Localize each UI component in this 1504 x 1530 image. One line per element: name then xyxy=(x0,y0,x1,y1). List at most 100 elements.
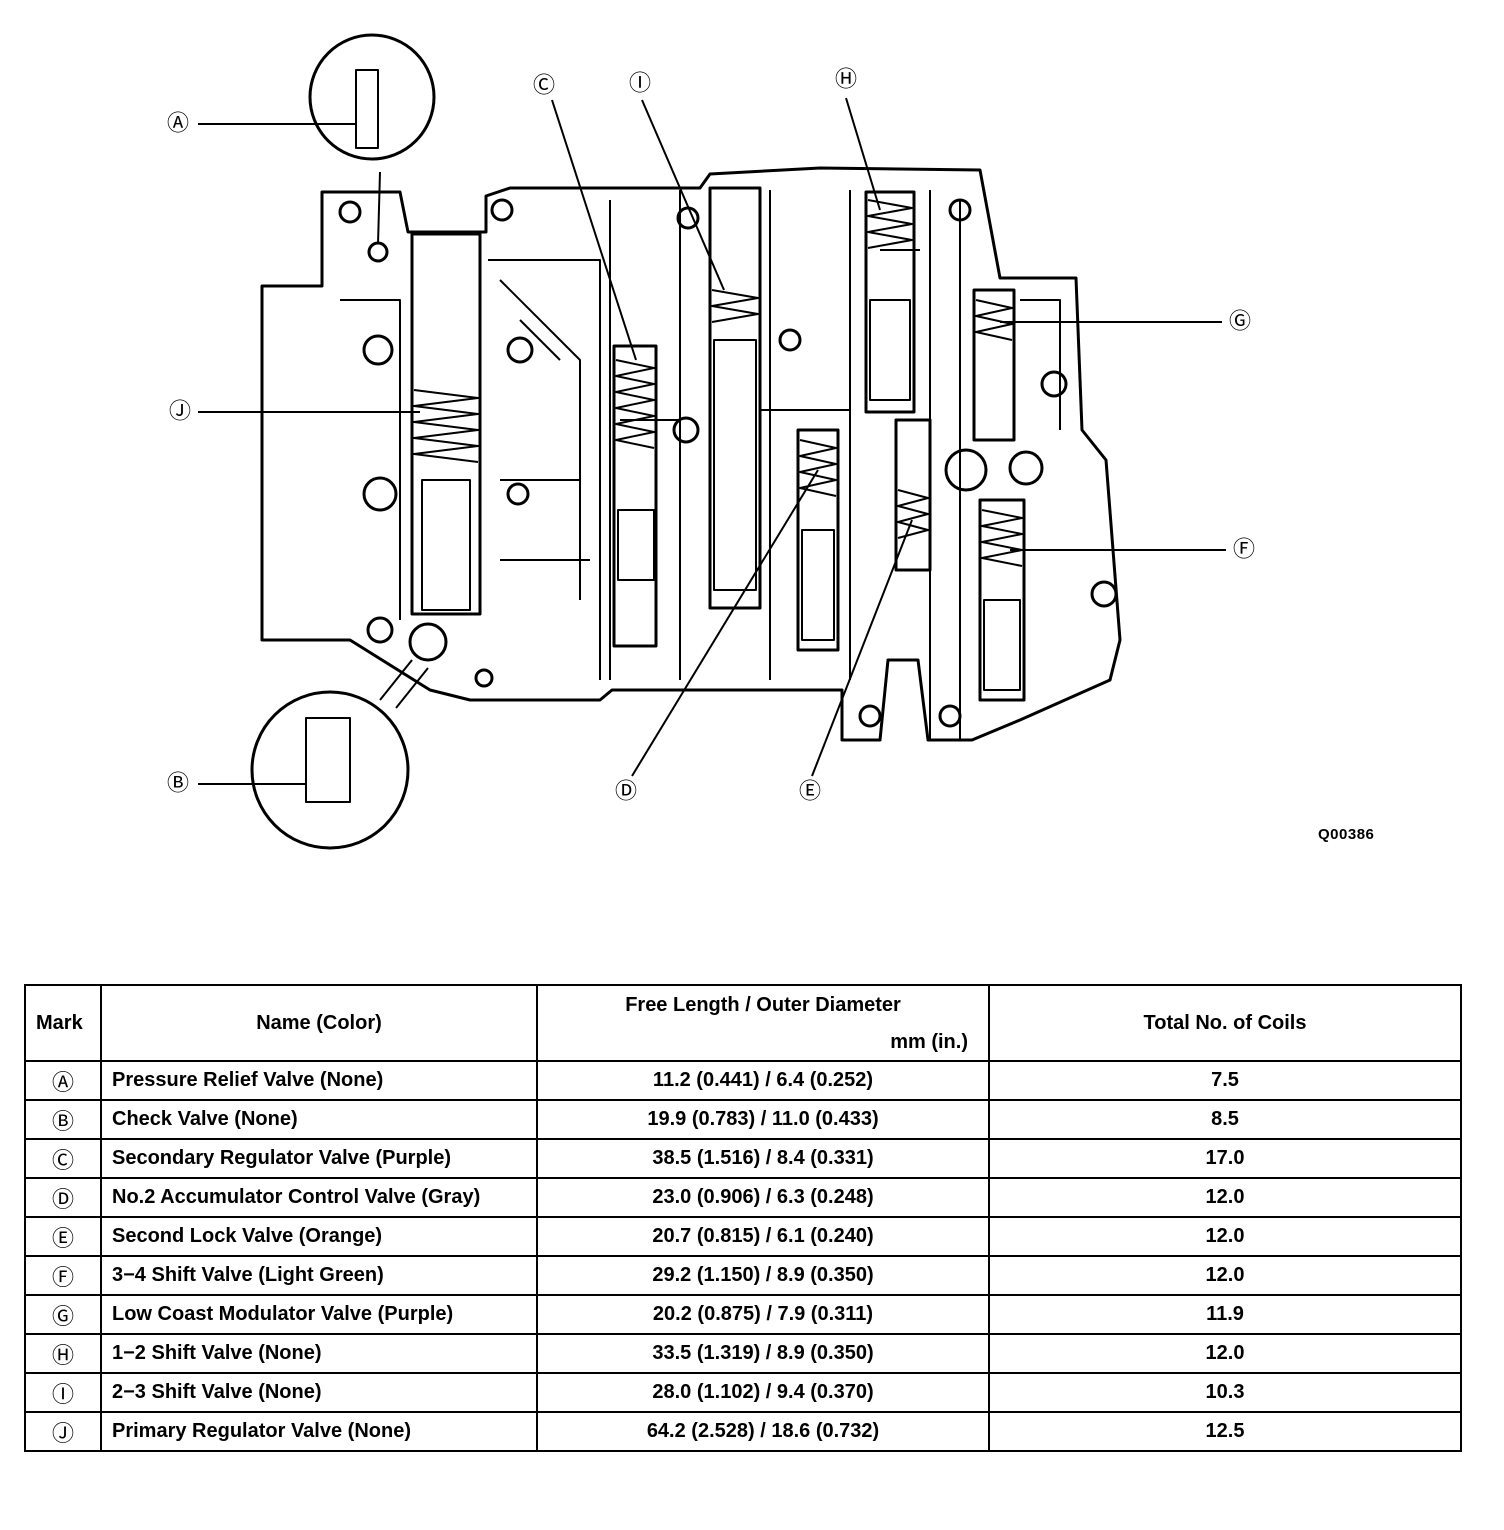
cell-mark: Ⓘ xyxy=(24,1372,102,1413)
cell-dimensions: 28.0 (1.102) / 9.4 (0.370) xyxy=(536,1372,990,1413)
hole xyxy=(1008,450,1044,486)
callout-j: Ⓙ xyxy=(169,400,191,425)
hole-a xyxy=(367,241,389,263)
spool-i xyxy=(713,339,757,591)
cell-dimensions: 33.5 (1.319) / 8.9 (0.350) xyxy=(536,1333,990,1374)
cell-mark: Ⓔ xyxy=(24,1216,102,1257)
table-row: Ⓔ Second Lock Valve (Orange) 20.7 (0.815… xyxy=(24,1216,1462,1257)
detail-b-leader xyxy=(379,659,429,709)
spring-h xyxy=(867,199,913,249)
header-name: Name (Color) xyxy=(100,984,538,1062)
table-row: Ⓓ No.2 Accumulator Control Valve (Gray) … xyxy=(24,1177,1462,1218)
cell-mark: Ⓒ xyxy=(24,1138,102,1179)
cell-name: Low Coast Modulator Valve (Purple) xyxy=(100,1294,538,1335)
cell-coils: 12.0 xyxy=(988,1333,1462,1374)
spool-f xyxy=(983,599,1021,691)
callout-d: Ⓓ xyxy=(615,780,637,805)
table-row: Ⓐ Pressure Relief Valve (None) 11.2 (0.4… xyxy=(24,1060,1462,1101)
callout-a: Ⓐ xyxy=(167,112,189,137)
cell-coils: 17.0 xyxy=(988,1138,1462,1179)
hole xyxy=(944,448,988,492)
cell-dimensions: 38.5 (1.516) / 8.4 (0.331) xyxy=(536,1138,990,1179)
spring-f xyxy=(981,509,1023,567)
hole xyxy=(490,198,514,222)
cell-mark: Ⓗ xyxy=(24,1333,102,1374)
bore-c xyxy=(612,344,658,648)
cell-name: Second Lock Valve (Orange) xyxy=(100,1216,538,1257)
bore-j xyxy=(410,232,482,616)
cell-coils: 12.0 xyxy=(988,1177,1462,1218)
hole xyxy=(506,482,530,506)
valve-body-diagram: Ⓐ Ⓑ Ⓒ Ⓓ Ⓔ Ⓕ Ⓖ Ⓗ Ⓘ Ⓙ xyxy=(167,33,1255,850)
cell-coils: 12.0 xyxy=(988,1255,1462,1296)
bore-i xyxy=(708,186,762,610)
header-dimensions-unit: mm (in.) xyxy=(890,1031,968,1053)
hole-b xyxy=(408,622,448,662)
cell-name: Check Valve (None) xyxy=(100,1099,538,1140)
header-mark: Mark xyxy=(24,984,102,1062)
cell-coils: 12.5 xyxy=(988,1411,1462,1452)
cell-name: Secondary Regulator Valve (Purple) xyxy=(100,1138,538,1179)
callout-b: Ⓑ xyxy=(167,772,189,797)
callout-i: Ⓘ xyxy=(629,72,651,97)
leader-d xyxy=(631,469,819,777)
cell-mark: Ⓙ xyxy=(24,1411,102,1452)
detail-a-circle xyxy=(308,33,436,161)
cell-coils: 7.5 xyxy=(988,1060,1462,1101)
cell-mark: Ⓖ xyxy=(24,1294,102,1335)
hole xyxy=(474,668,494,688)
leader-c xyxy=(551,99,637,361)
spring-d xyxy=(799,439,837,497)
hole xyxy=(338,200,362,224)
callout-c: Ⓒ xyxy=(533,74,555,99)
spring-g xyxy=(975,299,1013,341)
cell-name: 3−4 Shift Valve (Light Green) xyxy=(100,1255,538,1296)
table-header-row: Mark Name (Color) Free Length / Outer Di… xyxy=(24,984,1462,1062)
cell-coils: 10.3 xyxy=(988,1372,1462,1413)
hole xyxy=(362,476,398,512)
cell-name: No.2 Accumulator Control Valve (Gray) xyxy=(100,1177,538,1218)
callout-g: Ⓖ xyxy=(1229,310,1251,335)
callout-h: Ⓗ xyxy=(835,68,857,93)
leader-i xyxy=(641,99,725,291)
cell-mark: Ⓕ xyxy=(24,1255,102,1296)
valve-body-outline xyxy=(260,166,1122,742)
cell-mark: Ⓓ xyxy=(24,1177,102,1218)
spring-e xyxy=(897,489,929,539)
cell-name: 1−2 Shift Valve (None) xyxy=(100,1333,538,1374)
table-row: Ⓑ Check Valve (None) 19.9 (0.783) / 11.0… xyxy=(24,1099,1462,1140)
hole xyxy=(948,198,972,222)
detail-a-leader xyxy=(377,171,381,245)
hole xyxy=(1090,580,1118,608)
figure-code: Q00386 xyxy=(1318,826,1375,843)
cell-name: Primary Regulator Valve (None) xyxy=(100,1411,538,1452)
leader-e xyxy=(811,519,913,777)
bore-f xyxy=(978,498,1026,702)
spool-c xyxy=(617,509,655,581)
callout-f: Ⓕ xyxy=(1233,538,1255,563)
hole xyxy=(366,616,394,644)
cell-coils: 11.9 xyxy=(988,1294,1462,1335)
header-dimensions-line1: Free Length / Outer Diameter xyxy=(625,994,901,1016)
cell-dimensions: 19.9 (0.783) / 11.0 (0.433) xyxy=(536,1099,990,1140)
leader-h xyxy=(845,97,881,211)
cell-dimensions: 23.0 (0.906) / 6.3 (0.248) xyxy=(536,1177,990,1218)
cell-dimensions: 11.2 (0.441) / 6.4 (0.252) xyxy=(536,1060,990,1101)
table-row: Ⓘ 2−3 Shift Valve (None) 28.0 (1.102) / … xyxy=(24,1372,1462,1413)
spool-j xyxy=(421,479,471,611)
table-row: Ⓗ 1−2 Shift Valve (None) 33.5 (1.319) / … xyxy=(24,1333,1462,1374)
spool-d xyxy=(801,529,835,641)
cell-dimensions: 64.2 (2.528) / 18.6 (0.732) xyxy=(536,1411,990,1452)
table-row: Ⓒ Secondary Regulator Valve (Purple) 38.… xyxy=(24,1138,1462,1179)
spring-i xyxy=(711,289,759,323)
cell-mark: Ⓐ xyxy=(24,1060,102,1101)
cell-dimensions: 20.2 (0.875) / 7.9 (0.311) xyxy=(536,1294,990,1335)
cell-name: 2−3 Shift Valve (None) xyxy=(100,1372,538,1413)
table-row: Ⓕ 3−4 Shift Valve (Light Green) 29.2 (1.… xyxy=(24,1255,1462,1296)
cell-mark: Ⓑ xyxy=(24,1099,102,1140)
callout-e: Ⓔ xyxy=(799,780,821,805)
spool-h xyxy=(869,299,911,401)
hole xyxy=(362,334,394,366)
table-row: Ⓖ Low Coast Modulator Valve (Purple) 20.… xyxy=(24,1294,1462,1335)
channel-lines xyxy=(340,190,1061,740)
